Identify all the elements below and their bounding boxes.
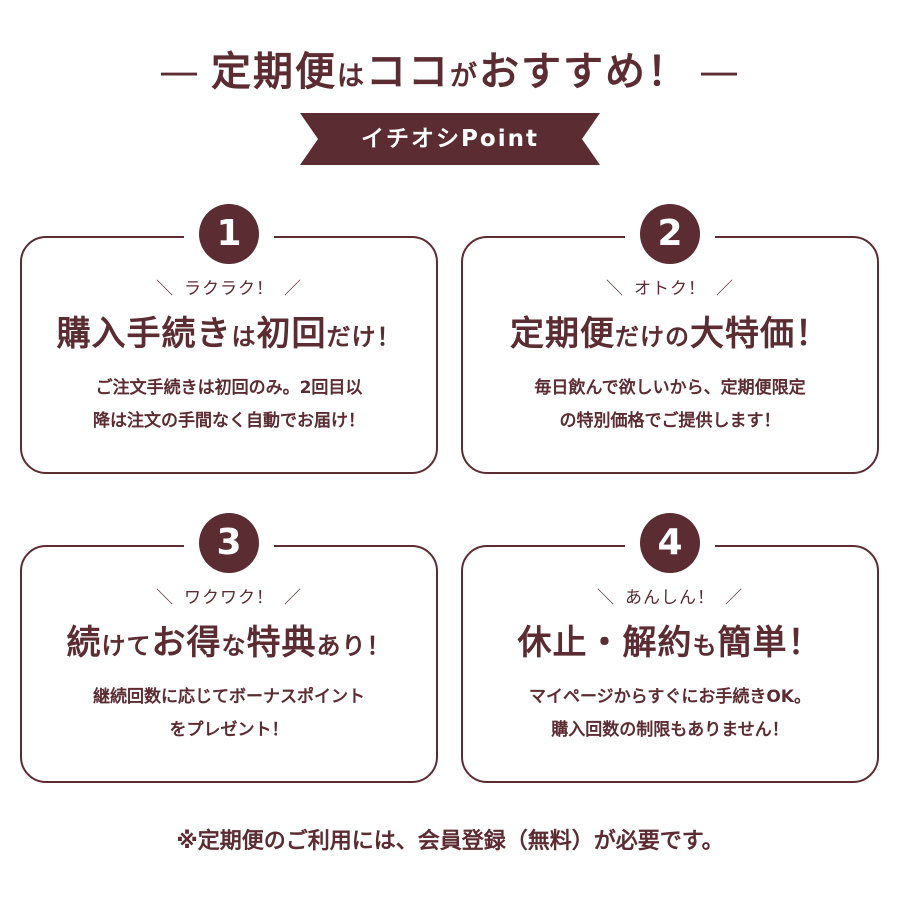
card-tag: ＼ワクワク！／ <box>156 588 302 608</box>
card-body: 毎日飲んで欲しいから、定期便限定 の特別価格でご提供します！ <box>463 372 877 438</box>
card-headline: 休止・解約も簡単！ <box>463 615 877 674</box>
headline-part: お得 <box>151 623 222 663</box>
title-part-small: は <box>337 61 366 92</box>
card-tag-text: あんしん！ <box>625 588 715 608</box>
card-headline: 続けてお得な特典あり！ <box>22 615 436 674</box>
ribbon-banner: イチオシPoint <box>300 113 600 165</box>
card-body: 継続回数に応じてボーナスポイント をプレゼント！ <box>22 681 436 747</box>
headline-part-small: な <box>221 632 247 660</box>
card-body-line: 継続回数に応じてボーナスポイント <box>93 687 365 707</box>
point-card-1: 1 ＼ラクラク！／ 購入手続きは初回だけ！ ご注文手続きは初回のみ。2回目以 降… <box>20 204 438 474</box>
number-circle: 4 <box>640 513 700 573</box>
title-part-small: が <box>450 61 479 92</box>
headline-part-small: だけの <box>615 323 690 351</box>
membership-note: ※定期便のご利用には、会員登録（無料）が必要です。 <box>176 829 724 854</box>
headline-part-small: あり！ <box>316 632 392 660</box>
headline-part-small: は <box>231 323 257 351</box>
card-headline: 定期便だけの大特価！ <box>463 306 877 365</box>
card-body-line: 毎日飲んで欲しいから、定期便限定 <box>534 378 806 398</box>
number-badge: 2 <box>625 204 715 266</box>
number-circle: 1 <box>199 204 259 264</box>
card-body-line: をプレゼント！ <box>169 720 289 740</box>
point-card-3: 3 ＼ワクワク！／ 続けてお得な特典あり！ 継続回数に応じてボーナスポイント を… <box>20 513 438 783</box>
card-headline: 購入手続きは初回だけ！ <box>22 306 436 365</box>
headline-part: 初回 <box>256 314 327 354</box>
number-badge: 1 <box>184 204 274 266</box>
title-part: ココ <box>366 49 450 95</box>
card-body-line: マイページからすぐにお手続きOK。 <box>529 687 811 707</box>
card-tag: ＼ラクラク！／ <box>156 279 302 299</box>
headline-part-small: だけ！ <box>326 323 402 351</box>
headline-part-small: も <box>692 632 718 660</box>
card-tag-text: ラクラク！ <box>184 279 274 299</box>
page-title: —定期便はココがおすすめ！— <box>0 42 900 107</box>
number-circle: 3 <box>199 513 259 573</box>
card-tag-text: ワクワク！ <box>184 588 274 608</box>
point-card-2: 2 ＼オトク！／ 定期便だけの大特価！ 毎日飲んで欲しいから、定期便限定 の特別… <box>461 204 879 474</box>
point-card-4: 4 ＼あんしん！／ 休止・解約も簡単！ マイページからすぐにお手続きOK。 購入… <box>461 513 879 783</box>
title-dash-left: — <box>159 49 201 95</box>
headline-part-small: けて <box>101 632 152 660</box>
card-body: マイページからすぐにお手続きOK。 購入回数の制限もありません！ <box>463 681 877 747</box>
card-body-line: 購入回数の制限もありません！ <box>551 720 789 740</box>
title-dash-right: — <box>699 49 741 95</box>
number-badge: 3 <box>184 513 274 575</box>
card-body: ご注文手続きは初回のみ。2回目以 降は注文の手間なく自動でお届け！ <box>22 372 436 438</box>
card-tag: ＼あんしん！／ <box>597 588 743 608</box>
headline-part: 休止・解約 <box>517 623 693 663</box>
title-part: 定期便 <box>211 49 337 95</box>
card-tag: ＼オトク！／ <box>606 279 734 299</box>
title-part: おすすめ！ <box>479 49 689 95</box>
headline-part: 定期便 <box>510 314 615 354</box>
headline-part: 大特価！ <box>690 314 830 354</box>
card-body-line: 降は注文の手間なく自動でお届け！ <box>93 411 365 431</box>
number-circle: 2 <box>640 204 700 264</box>
headline-part: 続 <box>66 623 102 663</box>
headline-part: 簡単！ <box>717 623 823 663</box>
number-badge: 4 <box>625 513 715 575</box>
card-body-line: ご注文手続きは初回のみ。2回目以 <box>95 378 363 398</box>
headline-part: 購入手続き <box>56 314 232 354</box>
card-tag-text: オトク！ <box>634 279 706 299</box>
headline-part: 特典 <box>246 623 317 663</box>
card-body-line: の特別価格でご提供します！ <box>559 411 781 431</box>
